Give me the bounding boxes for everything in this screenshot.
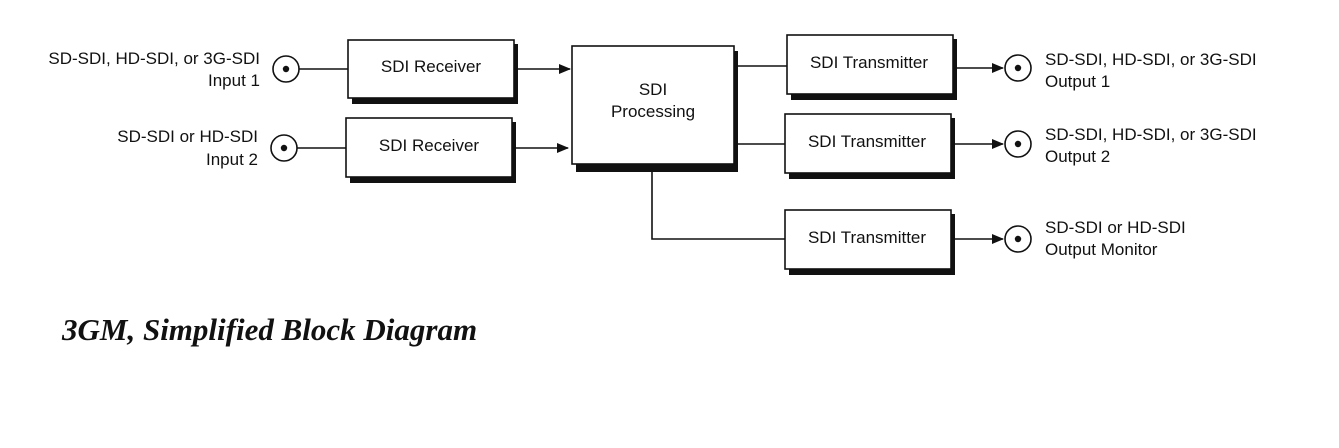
transmitter-1-label: SDI Transmitter xyxy=(810,53,928,72)
output-monitor-label-line2: Output Monitor xyxy=(1045,240,1158,259)
output-monitor-label-line1: SD-SDI or HD-SDI xyxy=(1045,218,1186,237)
output-2-connector-icon xyxy=(1004,130,1032,158)
diagram-caption: 3GM, Simplified Block Diagram xyxy=(62,312,478,347)
output-monitor-connector-icon xyxy=(1004,225,1032,253)
processing-label-line1: SDI xyxy=(639,80,667,99)
output-1-connector-icon xyxy=(1004,54,1032,82)
input-2-label-line2: Input 2 xyxy=(206,150,258,169)
receiver-2-label: SDI Receiver xyxy=(379,136,479,155)
output-1-label-line1: SD-SDI, HD-SDI, or 3G-SDI xyxy=(1045,50,1257,69)
receiver-1-label: SDI Receiver xyxy=(381,57,481,76)
transmitter-3-box: SDI Transmitter xyxy=(784,209,955,275)
input-2-label-line1: SD-SDI or HD-SDI xyxy=(117,127,258,146)
transmitter-1-box: SDI Transmitter xyxy=(786,34,957,100)
input-1-label-line2: Input 1 xyxy=(208,71,260,90)
transmitter-3-label: SDI Transmitter xyxy=(808,228,926,247)
output-2-label-line1: SD-SDI, HD-SDI, or 3G-SDI xyxy=(1045,125,1257,144)
input-1-connector-icon xyxy=(272,55,300,83)
receiver-1-box: SDI Receiver xyxy=(347,39,518,104)
receiver-2-box: SDI Receiver xyxy=(345,117,516,183)
processing-box: SDI Processing xyxy=(571,45,738,172)
processing-label-line2: Processing xyxy=(611,102,695,121)
output-1-label-line2: Output 1 xyxy=(1045,72,1110,91)
output-2-label-line2: Output 2 xyxy=(1045,147,1110,166)
transmitter-2-label: SDI Transmitter xyxy=(808,132,926,151)
transmitter-2-box: SDI Transmitter xyxy=(784,113,955,179)
processing-to-transmitter-3-wire xyxy=(651,168,785,240)
input-1-label-line1: SD-SDI, HD-SDI, or 3G-SDI xyxy=(48,49,260,68)
input-2-connector-icon xyxy=(270,134,298,162)
